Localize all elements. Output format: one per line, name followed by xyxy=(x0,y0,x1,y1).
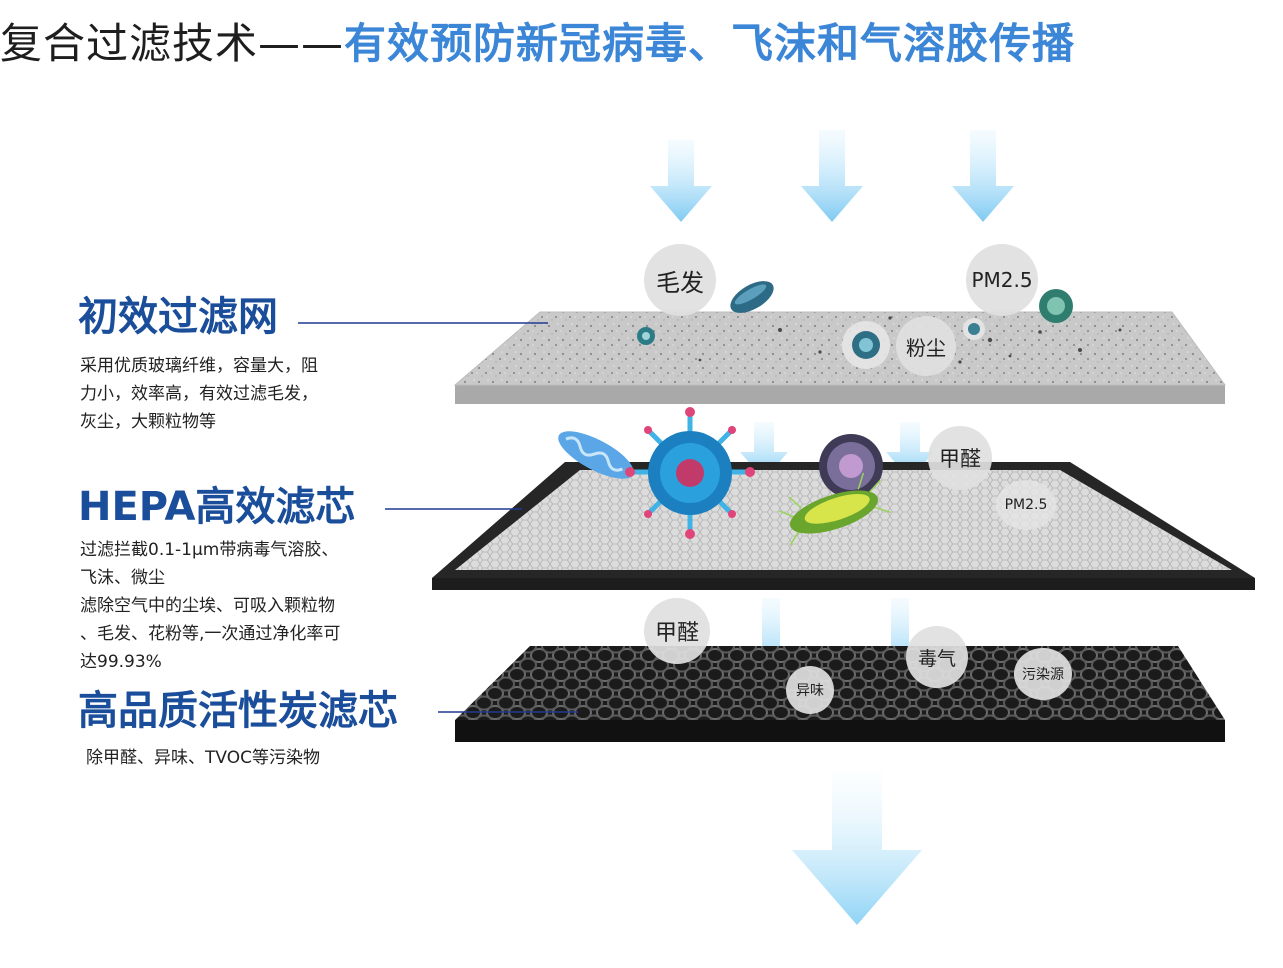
leader-lines xyxy=(298,322,578,713)
carbon-filter-layer xyxy=(455,646,1225,742)
particle-label-hair: 毛发 xyxy=(644,244,716,316)
bacillus-icon xyxy=(778,472,892,546)
desc-line: 达99.93% xyxy=(80,652,162,672)
bacterium-icon xyxy=(730,281,774,313)
airflow-arrow-icon xyxy=(952,130,1014,222)
desc-line: 滤除空气中的尘埃、可吸入颗粒物 xyxy=(80,596,335,616)
layer-title-primary-filter: 初效过滤网 xyxy=(78,294,278,340)
title-highlight: 有效预防新冠病毒、飞沫和气溶胶传播 xyxy=(344,19,1076,68)
layer-title-carbon-filter: 高品质活性炭滤芯 xyxy=(78,688,398,734)
coronavirus-icon xyxy=(625,407,755,539)
desc-line: 除甲醛、异味、TVOC等污染物 xyxy=(86,748,320,768)
diagram-title: 复合过滤技术——有效预防新冠病毒、飞沫和气溶胶传播 xyxy=(0,14,1075,74)
layer-desc-hepa-filter: 过滤拦截0.1-1μm带病毒气溶胶、 飞沫、微尘 滤除空气中的尘埃、可吸入颗粒物… xyxy=(80,536,340,676)
particle-label-pm25: PM2.5 xyxy=(996,480,1056,530)
airflow-arrows-top xyxy=(650,130,1014,222)
airflow-arrow-icon xyxy=(792,770,922,925)
dust-particle-icon xyxy=(842,318,985,369)
particle-label-odor: 异味 xyxy=(786,666,834,714)
desc-line: 采用优质玻璃纤维，容量大，阻 xyxy=(80,356,318,376)
particle-label-toxic-gas: 毒气 xyxy=(906,626,968,688)
particle-label-formaldehyde: 甲醛 xyxy=(928,426,992,490)
particle-label-pollution-source: 污染源 xyxy=(1014,648,1072,700)
layer-title-hepa-filter: HEPA高效滤芯 xyxy=(78,484,356,530)
layer-desc-carbon-filter: 除甲醛、异味、TVOC等污染物 xyxy=(86,744,320,772)
title-prefix: 复合过滤技术—— xyxy=(0,19,345,68)
airflow-arrow-icon xyxy=(650,140,712,222)
desc-line: 飞沫、微尘 xyxy=(80,568,165,588)
desc-line: 过滤拦截0.1-1μm带病毒气溶胶、 xyxy=(80,540,339,560)
particle-label-formaldehyde: 甲醛 xyxy=(644,598,710,664)
desc-line: 力小，效率高，有效过滤毛发， xyxy=(80,384,318,404)
desc-line: 、毛发、花粉等,一次通过净化率可 xyxy=(80,624,341,644)
virus-icon xyxy=(819,434,883,498)
airflow-arrow-output xyxy=(792,770,922,925)
primary-filter-layer xyxy=(453,311,1226,404)
layer-desc-primary-filter: 采用优质玻璃纤维，容量大，阻 力小，效率高，有效过滤毛发， 灰尘，大颗粒物等 xyxy=(80,352,318,436)
desc-line: 灰尘，大颗粒物等 xyxy=(80,412,216,432)
pm25-particle-icon xyxy=(1039,289,1073,323)
spirillum-icon xyxy=(558,431,634,479)
particle-label-dust: 粉尘 xyxy=(896,316,956,376)
particle-label-pm25: PM2.5 xyxy=(966,244,1038,316)
particle-icon xyxy=(637,327,655,345)
airflow-arrow-icon xyxy=(801,130,863,222)
